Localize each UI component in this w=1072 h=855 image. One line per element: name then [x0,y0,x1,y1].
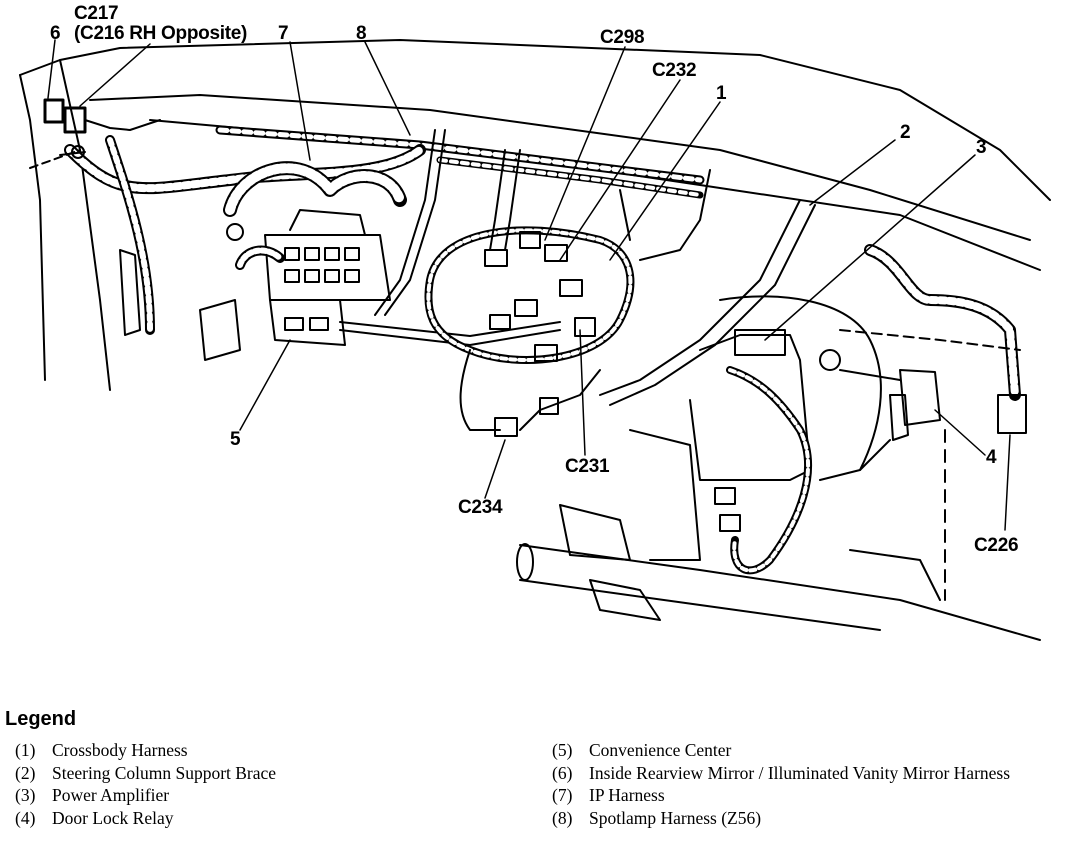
convenience-center [235,209,561,346]
legend-item: (3) Power Amplifier [15,784,485,807]
left-harness [105,135,155,335]
mounting-bar [519,544,1041,641]
legend-item: (1) Crossbody Harness [15,739,485,762]
dash-outline-top [19,39,1051,201]
central-connectors [424,149,711,437]
callout-c298: C298 [600,27,645,48]
legend-text: Spotlamp Harness (Z56) [589,807,762,828]
callout-c234: C234 [458,497,503,518]
callout-6: 6 [50,23,61,44]
legend-text: Convenience Center [589,740,732,760]
legend-number: (2) [15,762,36,783]
callout-c217-note: (C216 RH Opposite) [74,23,248,44]
callout-4: 4 [986,447,997,468]
callout-c232: C232 [652,60,697,81]
power-amplifier [689,295,882,575]
legend-item: (8) Spotlamp Harness (Z56) [552,807,1067,830]
bracket-upper [559,504,631,561]
wiring-diagram [19,39,1051,641]
legend-title: Legend [5,708,77,730]
steering-column-brace [599,199,801,396]
callout-8: 8 [356,23,367,44]
legend-number: (4) [15,807,36,828]
legend-number: (6) [552,762,573,783]
leader-lines [47,39,1011,531]
legend-item: (2) Steering Column Support Brace [15,762,485,785]
legend-item: (7) IP Harness [552,784,1067,807]
legend-text: Power Amplifier [52,785,170,805]
callout-2: 2 [900,122,911,143]
legend-text: Door Lock Relay [52,807,174,828]
dash-outline-inner [89,94,1031,241]
bracket-lower [589,579,661,621]
callout-c231: C231 [565,456,610,477]
ip-harness [64,144,426,217]
legend-number: (5) [552,740,573,760]
callout-c217: C217 [74,3,119,24]
legend-column-right: (5) Convenience Center (6) Inside Rearview… [552,739,1067,829]
right-harness [864,244,1027,434]
legend-text: Inside Rearview Mirror / Illuminated Van… [589,762,1011,783]
legend-text: IP Harness [589,785,665,805]
callout-3: 3 [976,137,987,158]
legend-number: (7) [552,785,573,805]
door-lock-relay [819,369,941,481]
legend-number: (3) [15,785,36,805]
legend-text: Crossbody Harness [52,740,188,760]
callout-7: 7 [278,23,289,44]
callout-5: 5 [230,429,241,450]
legend-item: (6) Inside Rearview Mirror / Illuminated … [552,762,1067,785]
legend-column-left: (1) Crossbody Harness (2) Steering Column … [15,739,485,829]
legend-text: Steering Column Support Brace [52,762,277,783]
callout-c226: C226 [974,535,1019,556]
legend-number: (1) [15,740,36,760]
spotlamp-harness [374,129,436,316]
legend-item: (4) Door Lock Relay [15,807,485,830]
legend-item: (5) Convenience Center [552,739,1067,762]
callout-1: 1 [716,83,727,104]
legend-number: (8) [552,807,573,828]
